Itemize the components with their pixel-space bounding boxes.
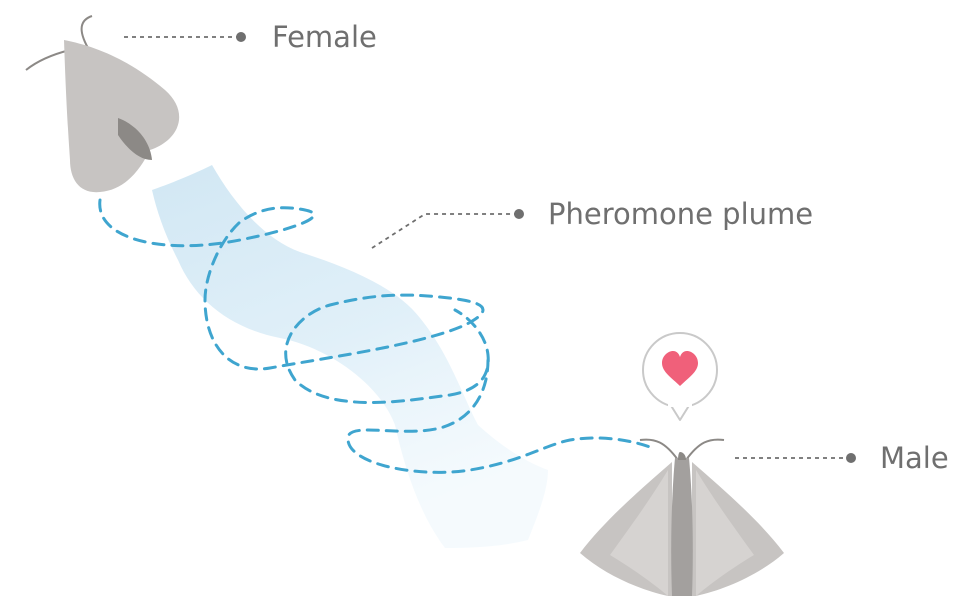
male-leader-line (735, 453, 856, 463)
male-label: Male (880, 444, 949, 473)
heart-speech-bubble-icon (643, 333, 717, 420)
female-leader-line (124, 32, 246, 42)
pheromone-plume-label: Pheromone plume (548, 200, 813, 229)
male-moth-icon (580, 440, 784, 596)
female-label: Female (272, 23, 377, 52)
plume-leader-line (372, 209, 524, 248)
female-moth-icon (26, 16, 179, 192)
